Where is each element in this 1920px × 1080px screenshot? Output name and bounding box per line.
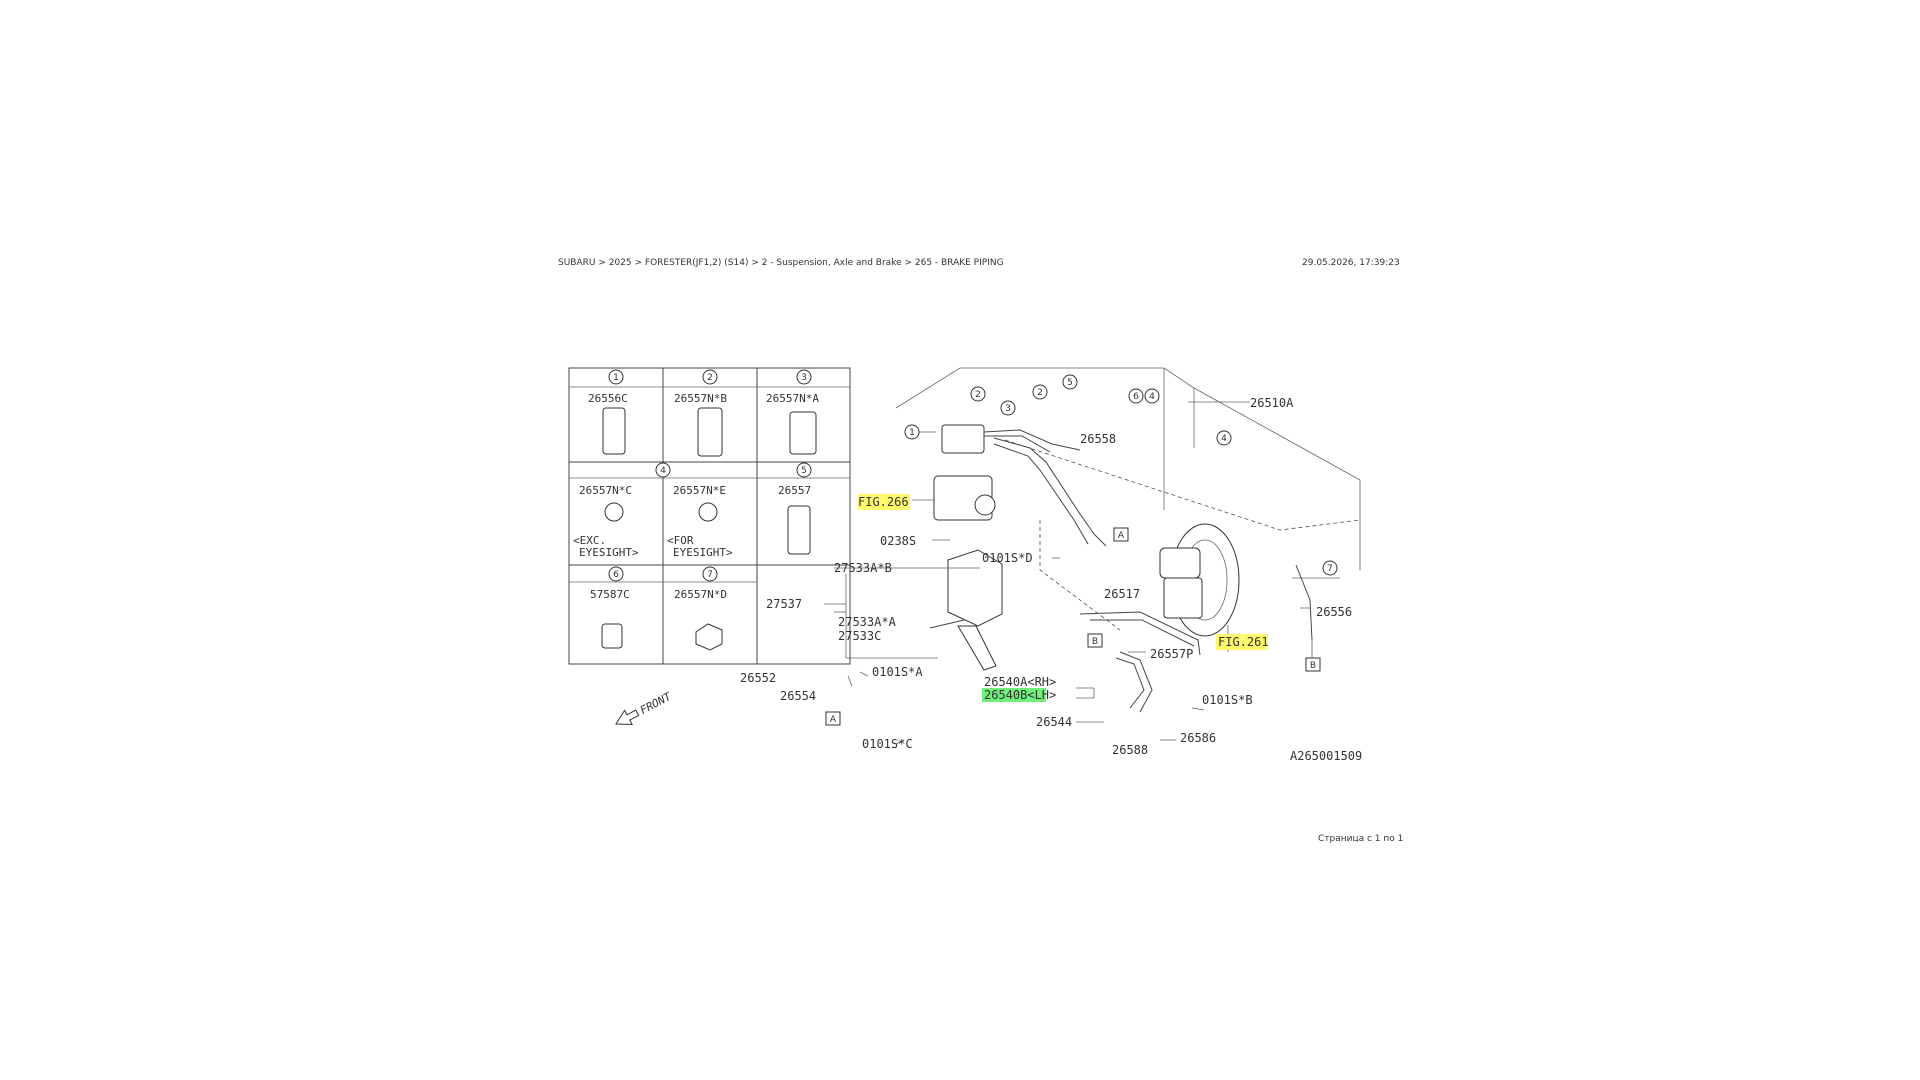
legend-part-26557NA: 26557N*A	[766, 392, 819, 405]
legend-part-26557NE: 26557N*E	[673, 484, 726, 497]
callout-1-num: 1	[613, 373, 619, 383]
label-26540B: 26540B<LH>	[984, 688, 1056, 702]
ref-box-b-right	[1305, 657, 1321, 672]
front-label: FRONT	[638, 689, 675, 717]
label-26552: 26552	[740, 671, 776, 685]
callout-1	[608, 369, 624, 385]
clip-26556C-icon	[602, 407, 626, 455]
legend-part-26557: 26557	[778, 484, 811, 497]
ref-box-a-bottom-label: A	[830, 715, 837, 725]
master-cylinder	[1163, 577, 1203, 619]
label-0101S-A: 0101S*A	[872, 665, 923, 679]
label-26517: 26517	[1104, 587, 1140, 601]
label-0101S-C: 0101S*C	[862, 737, 913, 751]
diagram-callouts: 1 2 3 2 5 6 4 4 7	[904, 374, 1338, 576]
label-27533A-A: 27533A*A	[838, 615, 897, 629]
label-26544: 26544	[1036, 715, 1072, 729]
clip-26557NE-icon	[698, 502, 718, 522]
callout-6-num: 6	[613, 570, 619, 580]
abs-hydraulic-unit	[933, 424, 996, 521]
ref-box-a-top	[1113, 527, 1129, 542]
diagram-callout-3: 3	[1005, 404, 1011, 414]
brake-booster	[1159, 523, 1240, 637]
callout-7	[702, 566, 718, 582]
diagram-callout-4b: 4	[1221, 434, 1227, 444]
callout-4	[655, 462, 671, 478]
print-timestamp: 29.05.2026, 17:39:23	[1302, 258, 1400, 268]
legend-table: 1 26556C 2 26557N*B 3 26557N*A 4 26557N*…	[568, 367, 851, 665]
clip-26557ND-icon	[695, 623, 723, 651]
clip-57587C-icon	[601, 623, 623, 649]
callout-3-num: 3	[801, 373, 807, 383]
ref-box-b-right-label: B	[1310, 661, 1316, 671]
legend-part-26557ND: 26557N*D	[674, 588, 727, 601]
legend-note-for-eyesight: EYESIGHT>	[673, 546, 733, 559]
label-27533C: 27533C	[838, 629, 881, 643]
label-26556: 26556	[1316, 605, 1352, 619]
callout-5	[796, 462, 812, 478]
brake-pipes	[983, 429, 1313, 713]
label-0238S: 0238S	[880, 534, 916, 548]
callout-2	[702, 369, 718, 385]
diagram-ref-code: A265001509	[1290, 749, 1362, 763]
diagram-callout-4a: 4	[1149, 392, 1155, 402]
highlight-26540B	[982, 688, 1046, 702]
label-26510A: 26510A	[1250, 396, 1294, 410]
callout-2-num: 2	[707, 373, 713, 383]
label-27533A-B: 27533A*B	[834, 561, 892, 575]
ref-box-a-bottom	[825, 711, 841, 726]
leader-lines	[824, 401, 1340, 745]
page-indicator: Страница с 1 по 1	[1318, 834, 1404, 844]
label-26586: 26586	[1180, 731, 1216, 745]
legend-part-26557NC: 26557N*C	[579, 484, 632, 497]
highlight-fig266	[858, 494, 910, 510]
label-26540A: 26540A<RH>	[984, 675, 1056, 689]
callout-6	[608, 566, 624, 582]
ref-box-b-left	[1087, 633, 1103, 648]
label-0101S-D: 0101S*D	[982, 551, 1033, 565]
ref-box-a-top-label: A	[1118, 531, 1125, 541]
diagram-callout-7: 7	[1327, 564, 1333, 574]
clip-26557NC-icon	[604, 502, 624, 522]
front-arrow: FRONT	[615, 689, 675, 726]
legend-part-57587C: 57587C	[590, 588, 630, 601]
label-26558-top: 26558	[1080, 432, 1116, 446]
breadcrumb: SUBARU > 2025 > FORESTER(JF1,2) (S14) > …	[558, 258, 1004, 268]
master-cylinder-reservoir	[1159, 547, 1201, 579]
label-27537: 27537	[766, 597, 802, 611]
label-26588: 26588	[1112, 743, 1148, 757]
highlight-fig261	[1216, 634, 1268, 650]
callout-4-num: 4	[660, 466, 666, 476]
diagram-callout-1: 1	[909, 428, 915, 438]
label-26557P: 26557P	[1150, 647, 1193, 661]
legend-note-for: <FOR	[667, 534, 694, 547]
clip-26557NB-icon	[697, 407, 723, 457]
fig266-link[interactable]: FIG.266	[858, 495, 909, 509]
callout-5-num: 5	[801, 466, 807, 476]
clip-26557NA-icon	[789, 411, 817, 455]
diagram-callout-5: 5	[1067, 378, 1073, 388]
pedal-bracket	[929, 549, 1003, 671]
clip-26557-icon	[787, 505, 811, 555]
fig261-link[interactable]: FIG.261	[1218, 635, 1269, 649]
legend-note-exc: <EXC.	[573, 534, 606, 547]
diagram-callout-6: 6	[1133, 392, 1139, 402]
legend-part-26557NB: 26557N*B	[674, 392, 727, 405]
legend-note-exc-eyesight: EYESIGHT>	[579, 546, 639, 559]
diagram-callout-2a: 2	[975, 390, 981, 400]
label-26554: 26554	[780, 689, 816, 703]
ref-box-b-left-label: B	[1092, 637, 1098, 647]
callout-7-num: 7	[707, 570, 713, 580]
legend-part-26556C: 26556C	[588, 392, 628, 405]
diagram-callout-2b: 2	[1037, 388, 1043, 398]
engine-bay-outline	[895, 367, 1361, 631]
callout-3	[796, 369, 812, 385]
label-0101S-B: 0101S*B	[1202, 693, 1253, 707]
